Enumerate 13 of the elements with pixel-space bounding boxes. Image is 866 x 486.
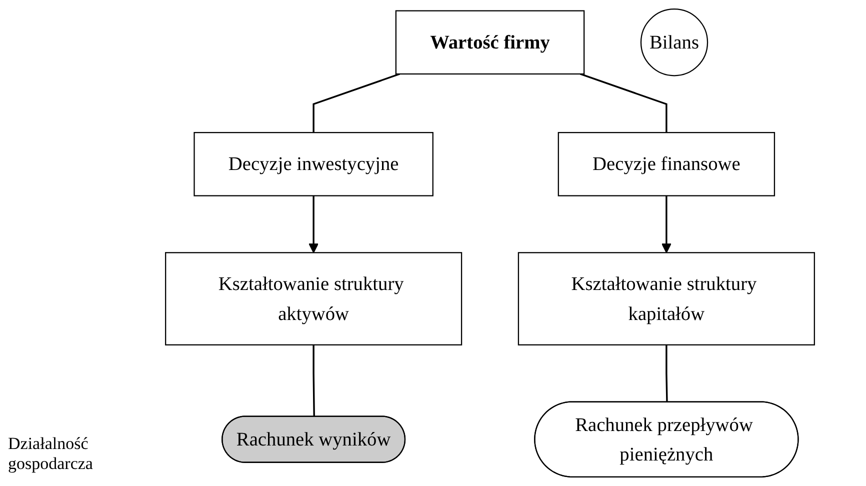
connector (312, 73, 400, 133)
node-box: Kształtowanie struktury kapitałów (518, 252, 815, 346)
connector (580, 73, 668, 133)
connector (666, 344, 668, 402)
node-box: Decyzje inwestycyjne (194, 132, 434, 196)
node-box: Kształtowanie struktury aktywów (165, 252, 462, 346)
arrow (661, 196, 672, 254)
connector (312, 344, 315, 417)
node-circle: Bilans (640, 8, 708, 76)
note-text: Działalność gospodarcza (8, 434, 94, 474)
arrow (308, 196, 319, 254)
node-box: Wartość firmy (395, 10, 585, 75)
node-box: Decyzje finansowe (558, 132, 776, 196)
